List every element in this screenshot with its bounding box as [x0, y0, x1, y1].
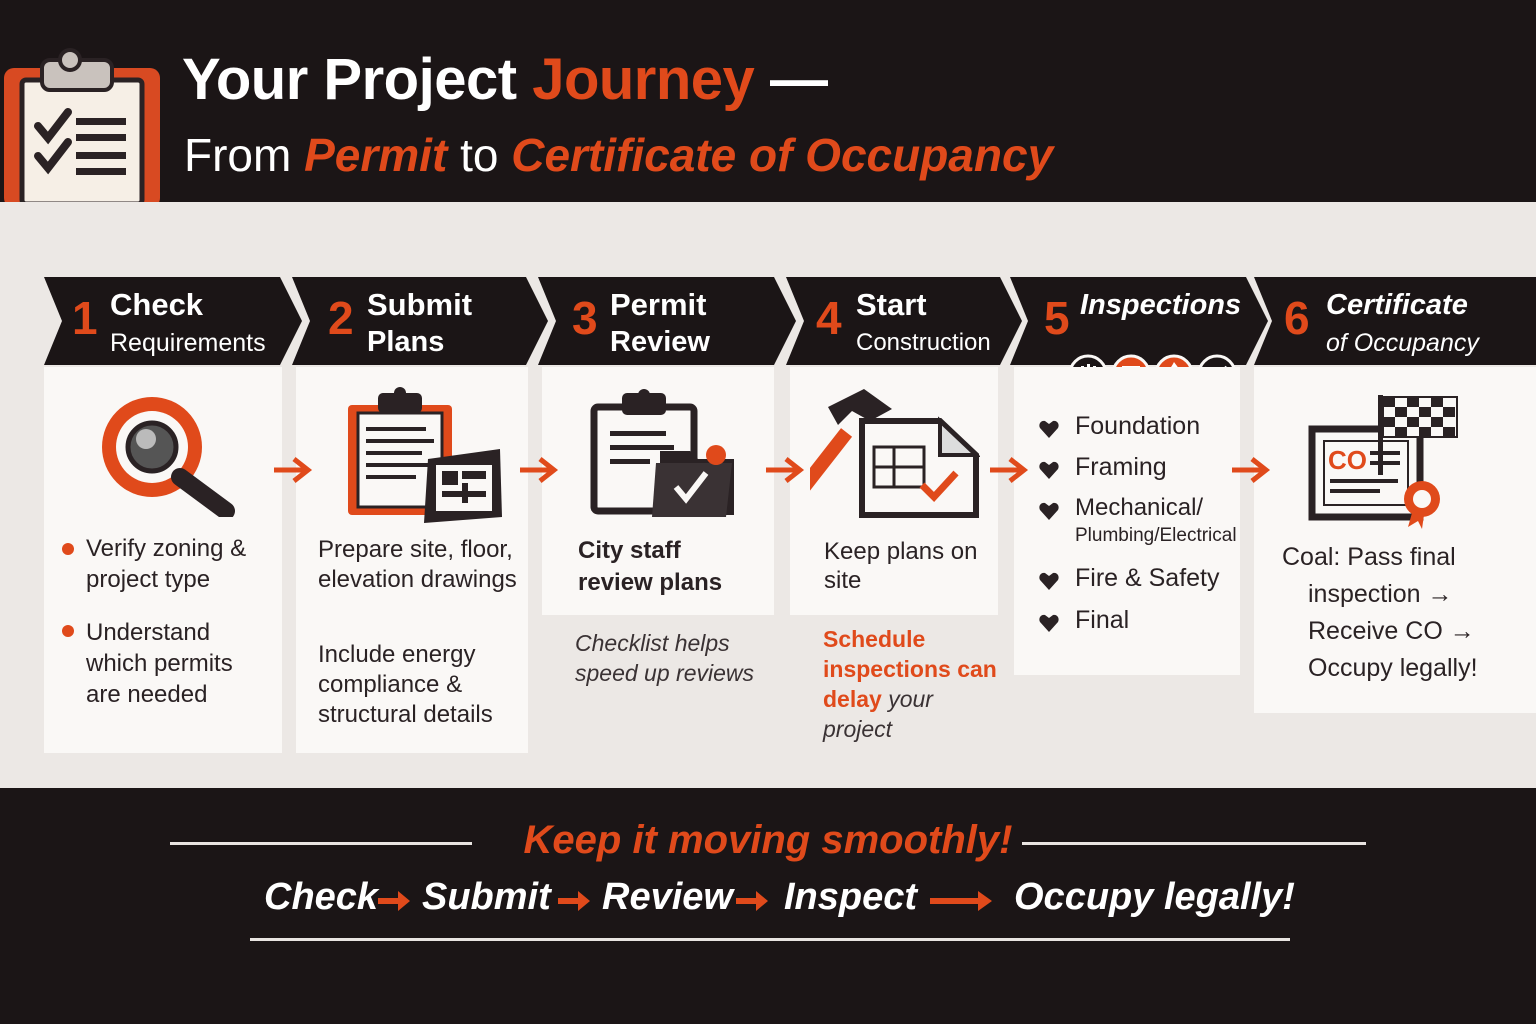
check-heart-icon	[1039, 614, 1059, 632]
plans-clipboard-icon	[348, 387, 502, 523]
step-1-banner: 1 Check Requirements	[44, 277, 302, 365]
step-3-card: City staff review plans	[542, 367, 774, 615]
step-6-card: CO Coal: Pass final inspection → Receive…	[1254, 367, 1536, 713]
inspection-item: Fire & Safety	[1075, 564, 1220, 592]
step-4-banner: 4 Start Construction	[786, 277, 1022, 365]
arrow-right-icon	[990, 457, 1029, 483]
hammer-blueprint-icon	[810, 389, 980, 518]
card-text: Receive CO →	[1308, 617, 1475, 645]
step-title: Permit	[610, 287, 707, 322]
divider-line	[170, 842, 472, 845]
arrow-right-icon	[378, 891, 410, 911]
arrow-right-icon	[274, 457, 313, 483]
arrow-right-icon	[1232, 457, 1271, 483]
step-5-banner: 5 Inspections	[1010, 277, 1268, 365]
bullet-text: Understand which permits are needed	[86, 619, 233, 708]
check-heart-icon	[1039, 461, 1059, 479]
inspection-item: Final	[1075, 606, 1130, 634]
step-6-banner: 6 Certificate of Occupancy	[1254, 277, 1536, 365]
card-text: City staff review plans	[578, 537, 723, 596]
arrow-right-icon	[558, 891, 590, 911]
arrow-right-icon	[520, 457, 559, 483]
step-number: 5	[1044, 292, 1070, 344]
step-title: Inspections	[1080, 289, 1242, 321]
card-text: Keep plans on site	[824, 538, 978, 594]
step-1-card: Verify zoning & project type Understand …	[44, 367, 282, 753]
step-subtitle: Plans	[367, 326, 445, 358]
certificate-flag-icon: CO	[1308, 395, 1458, 529]
check-heart-icon	[1039, 502, 1059, 520]
footer-slogan: Keep it moving smoothly!	[523, 818, 1013, 862]
step-3-note: Checklist helps speed up reviews	[575, 630, 754, 686]
step-4-card: Keep plans on site	[790, 367, 998, 615]
clipboard-checklist-icon	[4, 48, 160, 204]
arrow-right-icon	[736, 891, 768, 911]
step-2-card: Prepare site, floor, elevation drawings …	[296, 367, 528, 753]
flow-step: Review	[602, 876, 733, 918]
title-line-2: From Permit to Certificate of Occupancy	[184, 129, 1054, 181]
flow-step: Submit	[422, 876, 551, 918]
step-number: 3	[572, 292, 598, 344]
review-folder-icon	[590, 389, 734, 517]
header	[0, 0, 1536, 202]
step-number: 6	[1284, 292, 1310, 344]
card-text: Include energy compliance & structural d…	[318, 641, 493, 728]
inspection-item: Foundation	[1075, 412, 1201, 440]
step-subtitle: Review	[610, 326, 710, 358]
step-subtitle: Construction	[856, 329, 991, 356]
step-title: Check	[110, 287, 204, 322]
card-text: Occupy legally!	[1308, 654, 1478, 682]
step-title: Certificate	[1326, 289, 1468, 321]
check-heart-icon	[1039, 420, 1059, 438]
arrow-right-icon	[766, 457, 805, 483]
co-badge-text: CO	[1328, 445, 1367, 475]
bullet-dot	[62, 625, 74, 637]
step-2-banner: 2 Submit Plans	[292, 277, 548, 365]
flow-step: Check	[264, 876, 379, 918]
card-text: inspection →	[1308, 580, 1453, 608]
title-line-1: Your Project Journey —	[182, 47, 828, 112]
step-subtitle: of Occupancy	[1326, 329, 1479, 357]
step-number: 2	[328, 292, 354, 344]
inspection-item: Mechanical/	[1075, 494, 1204, 521]
bullet-dot	[62, 543, 74, 555]
card-text: Prepare site, floor, elevation drawings	[318, 536, 517, 593]
inspection-item: Plumbing/Electrical	[1075, 525, 1237, 546]
step-number: 1	[72, 292, 98, 344]
step-title: Start	[856, 287, 927, 322]
step-4-note: Schedule inspections can delay your proj…	[823, 626, 997, 742]
magnifier-icon	[102, 397, 235, 517]
step-number: 4	[816, 292, 842, 344]
check-heart-icon	[1039, 572, 1059, 590]
inspection-item: Framing	[1075, 453, 1167, 481]
divider-line	[250, 938, 1290, 941]
divider-line	[1022, 842, 1366, 845]
step-3-banner: 3 Permit Review	[538, 277, 796, 365]
step-subtitle: Requirements	[110, 329, 266, 357]
flow-step: Inspect	[784, 876, 918, 918]
step-title: Submit	[367, 287, 473, 322]
card-text: Coal: Pass final	[1282, 543, 1456, 571]
bullet-text: Verify zoning & project type	[86, 535, 247, 593]
arrow-right-icon	[930, 891, 992, 911]
flow-step: Occupy legally!	[1014, 876, 1295, 918]
